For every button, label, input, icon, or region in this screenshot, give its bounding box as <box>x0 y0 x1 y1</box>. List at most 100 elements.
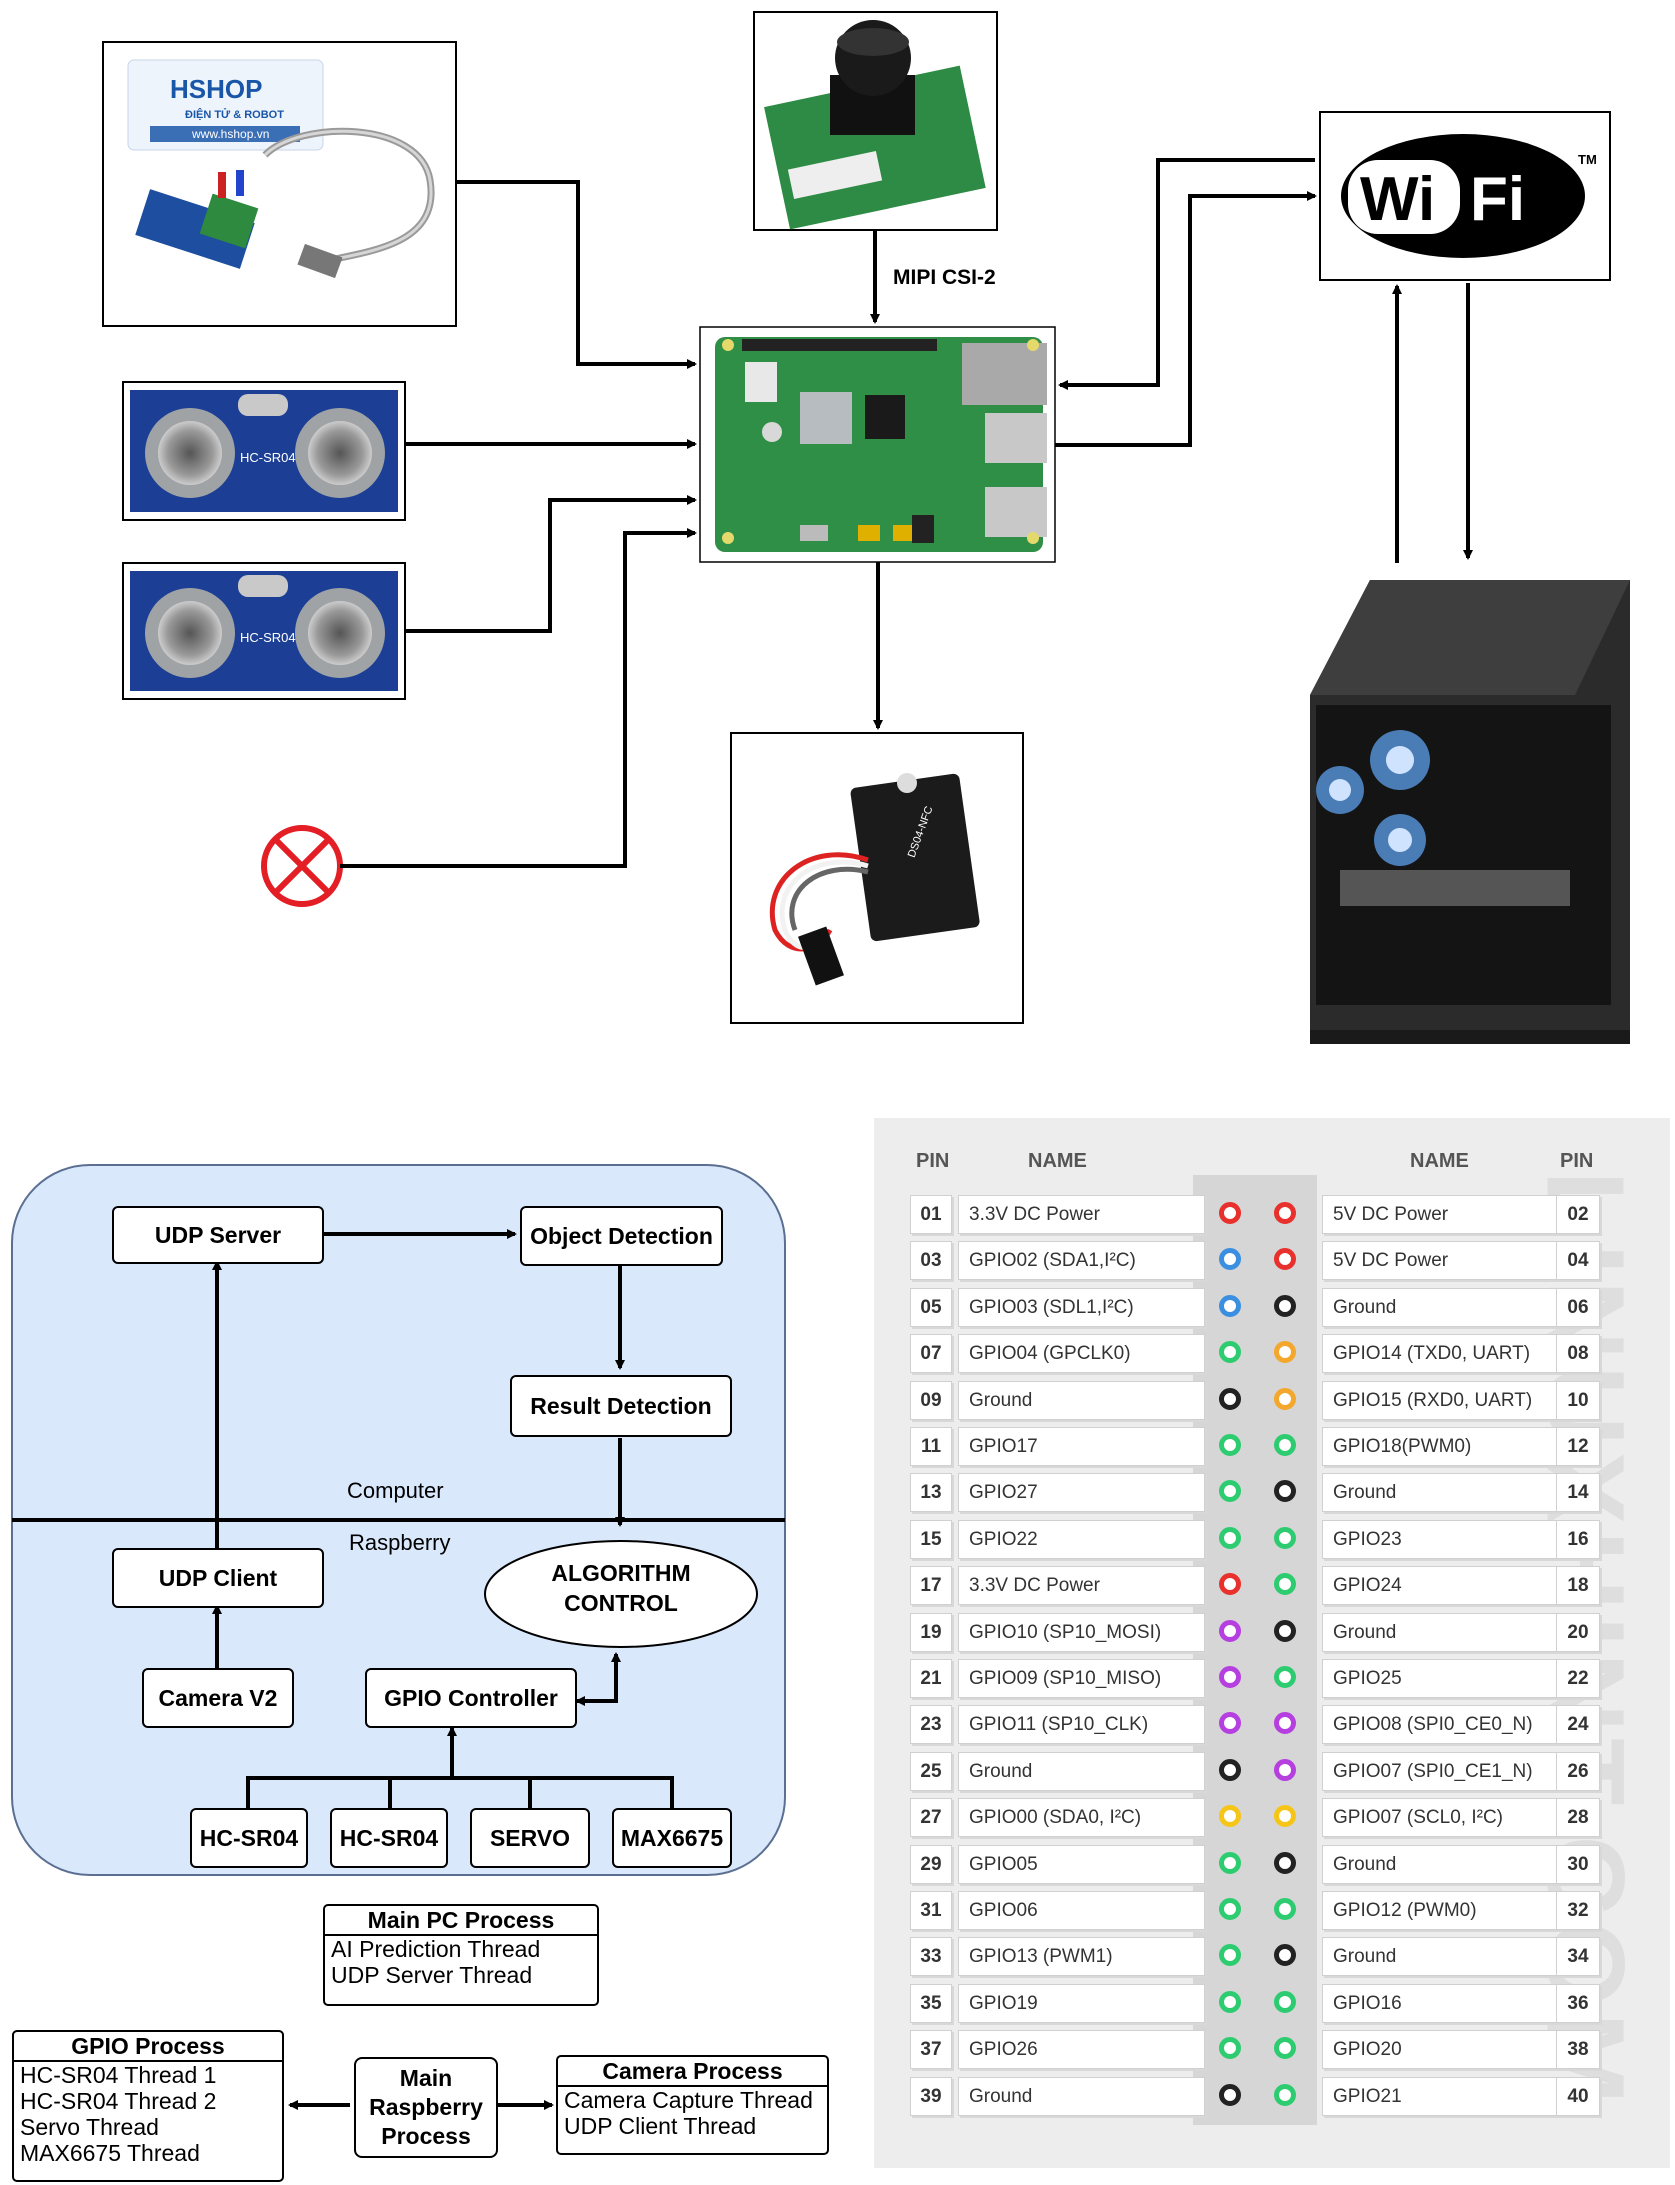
pin-number-right: 12 <box>1556 1427 1600 1466</box>
main-rpi-line-2: Raspberry <box>369 2094 483 2120</box>
pin-number-left: 11 <box>910 1427 952 1466</box>
hc-sr04-box-2: HC-SR04 <box>330 1808 448 1868</box>
pin-dot-left <box>1219 2084 1241 2106</box>
pin-name-left: GPIO19 <box>958 1984 1205 2023</box>
pin-name-left: GPIO11 (SP10_CLK) <box>958 1705 1205 1744</box>
pin-name-right: Ground <box>1322 1613 1564 1652</box>
pin-name-right: GPIO16 <box>1322 1984 1564 2023</box>
pin-dot-left <box>1219 2037 1241 2059</box>
pin-number-right: 02 <box>1556 1195 1600 1234</box>
pin-name-left: Ground <box>958 2077 1205 2116</box>
sensor-2-label: HC-SR04 <box>240 630 296 645</box>
hshop-url-text: www.hshop.vn <box>191 127 269 141</box>
hc-sr04-box-1: HC-SR04 <box>190 1808 308 1868</box>
pin-name-right: GPIO12 (PWM0) <box>1322 1891 1564 1930</box>
name-header-right: NAME <box>1410 1150 1469 1172</box>
pin-number-left: 25 <box>910 1752 952 1791</box>
pin-number-right: 22 <box>1556 1659 1600 1698</box>
pin-name-left: GPIO03 (SDL1,I²C) <box>958 1288 1205 1327</box>
pin-number-right: 26 <box>1556 1752 1600 1791</box>
pin-dot-left <box>1219 1573 1241 1595</box>
pin-number-left: 29 <box>910 1845 952 1884</box>
udp-client-box: UDP Client <box>112 1548 324 1608</box>
algorithm-line-1: ALGORITHM <box>551 1560 691 1586</box>
pin-name-left: Ground <box>958 1752 1205 1791</box>
pin-number-right: 08 <box>1556 1334 1600 1373</box>
pin-number-right: 30 <box>1556 1845 1600 1884</box>
object-detection-box: Object Detection <box>520 1206 723 1266</box>
pin-dot-left <box>1219 1712 1241 1734</box>
pin-name-left: GPIO09 (SP10_MISO) <box>958 1659 1205 1698</box>
pin-dot-right <box>1274 1248 1296 1270</box>
pin-name-left: GPIO00 (SDA0, I²C) <box>958 1798 1205 1837</box>
pin-number-left: 09 <box>910 1381 952 1420</box>
mipi-csi-label: MIPI CSI-2 <box>893 266 996 289</box>
result-detection-box: Result Detection <box>510 1375 732 1437</box>
pin-name-left: GPIO26 <box>958 2030 1205 2069</box>
pin-name-right: Ground <box>1322 1473 1564 1512</box>
pin-number-right: 24 <box>1556 1705 1600 1744</box>
pin-dot-left <box>1219 1341 1241 1363</box>
pin-dot-right <box>1274 1341 1296 1363</box>
main-pc-process-box: Main PC Process AI Prediction Thread UDP… <box>323 1904 599 2006</box>
pin-name-right: GPIO20 <box>1322 2030 1564 2069</box>
camera-thread-1: Camera Capture Thread <box>564 2087 813 2113</box>
pin-name-right: GPIO15 (RXD0, UART) <box>1322 1381 1564 1420</box>
gpio-process-box: GPIO Process HC-SR04 Thread 1 HC-SR04 Th… <box>12 2030 284 2182</box>
max6675-box: MAX6675 <box>612 1808 732 1868</box>
pin-number-right: 16 <box>1556 1520 1600 1559</box>
pin-number-right: 38 <box>1556 2030 1600 2069</box>
pin-name-right: Ground <box>1322 1288 1564 1327</box>
pin-number-right: 06 <box>1556 1288 1600 1327</box>
pin-dot-left <box>1219 1666 1241 1688</box>
pin-dot-right <box>1274 2037 1296 2059</box>
camera-thread-2: UDP Client Thread <box>564 2113 757 2139</box>
pin-dot-right <box>1274 1852 1296 1874</box>
gpio-process-title: GPIO Process <box>14 2032 282 2062</box>
raspberry-pi-board-image <box>699 326 1056 563</box>
main-pc-thread-1: AI Prediction Thread <box>331 1936 541 1962</box>
pin-dot-right <box>1274 1573 1296 1595</box>
pin-header-strip <box>1193 1175 1317 2125</box>
pin-number-left: 03 <box>910 1241 952 1280</box>
pin-number-right: 04 <box>1556 1241 1600 1280</box>
pin-number-right: 20 <box>1556 1613 1600 1652</box>
pin-number-right: 36 <box>1556 1984 1600 2023</box>
pin-dot-right <box>1274 1944 1296 1966</box>
pin-dot-right <box>1274 1527 1296 1549</box>
pin-number-right: 18 <box>1556 1566 1600 1605</box>
pin-number-left: 39 <box>910 2077 952 2116</box>
pin-dot-right <box>1274 1898 1296 1920</box>
pin-number-right: 32 <box>1556 1891 1600 1930</box>
pin-dot-left <box>1219 1388 1241 1410</box>
no-sign-icon <box>261 825 343 907</box>
computer-label: Computer <box>347 1478 444 1503</box>
pin-name-left: GPIO17 <box>958 1427 1205 1466</box>
pin-name-left: Ground <box>958 1381 1205 1420</box>
pin-dot-left <box>1219 1527 1241 1549</box>
pin-number-left: 37 <box>910 2030 952 2069</box>
gpio-thread-2: HC-SR04 Thread 2 <box>20 2088 217 2114</box>
wifi-tm: TM <box>1578 152 1597 167</box>
pin-name-right: Ground <box>1322 1937 1564 1976</box>
pin-number-left: 07 <box>910 1334 952 1373</box>
pin-number-left: 23 <box>910 1705 952 1744</box>
pin-number-left: 35 <box>910 1984 952 2023</box>
pin-name-right: Ground <box>1322 1845 1564 1884</box>
raspberry-label: Raspberry <box>349 1530 451 1555</box>
pin-name-right: GPIO23 <box>1322 1520 1564 1559</box>
pin-dot-left <box>1219 1434 1241 1456</box>
pin-dot-left <box>1219 1202 1241 1224</box>
pin-header-left: PIN <box>916 1150 950 1172</box>
max6675-module-image: HSHOP ĐIỆN TỬ & ROBOT www.hshop.vn www.h… <box>102 41 457 327</box>
wifi-text-wi: Wi <box>1360 165 1435 234</box>
pin-number-right: 34 <box>1556 1937 1600 1976</box>
pin-dot-right <box>1274 1388 1296 1410</box>
pin-name-left: 3.3V DC Power <box>958 1566 1205 1605</box>
pin-dot-left <box>1219 1620 1241 1642</box>
pin-dot-left <box>1219 1852 1241 1874</box>
servo-box: SERVO <box>470 1808 590 1868</box>
pin-name-right: GPIO21 <box>1322 2077 1564 2116</box>
pin-number-left: 05 <box>910 1288 952 1327</box>
connector-lines <box>340 158 1473 868</box>
